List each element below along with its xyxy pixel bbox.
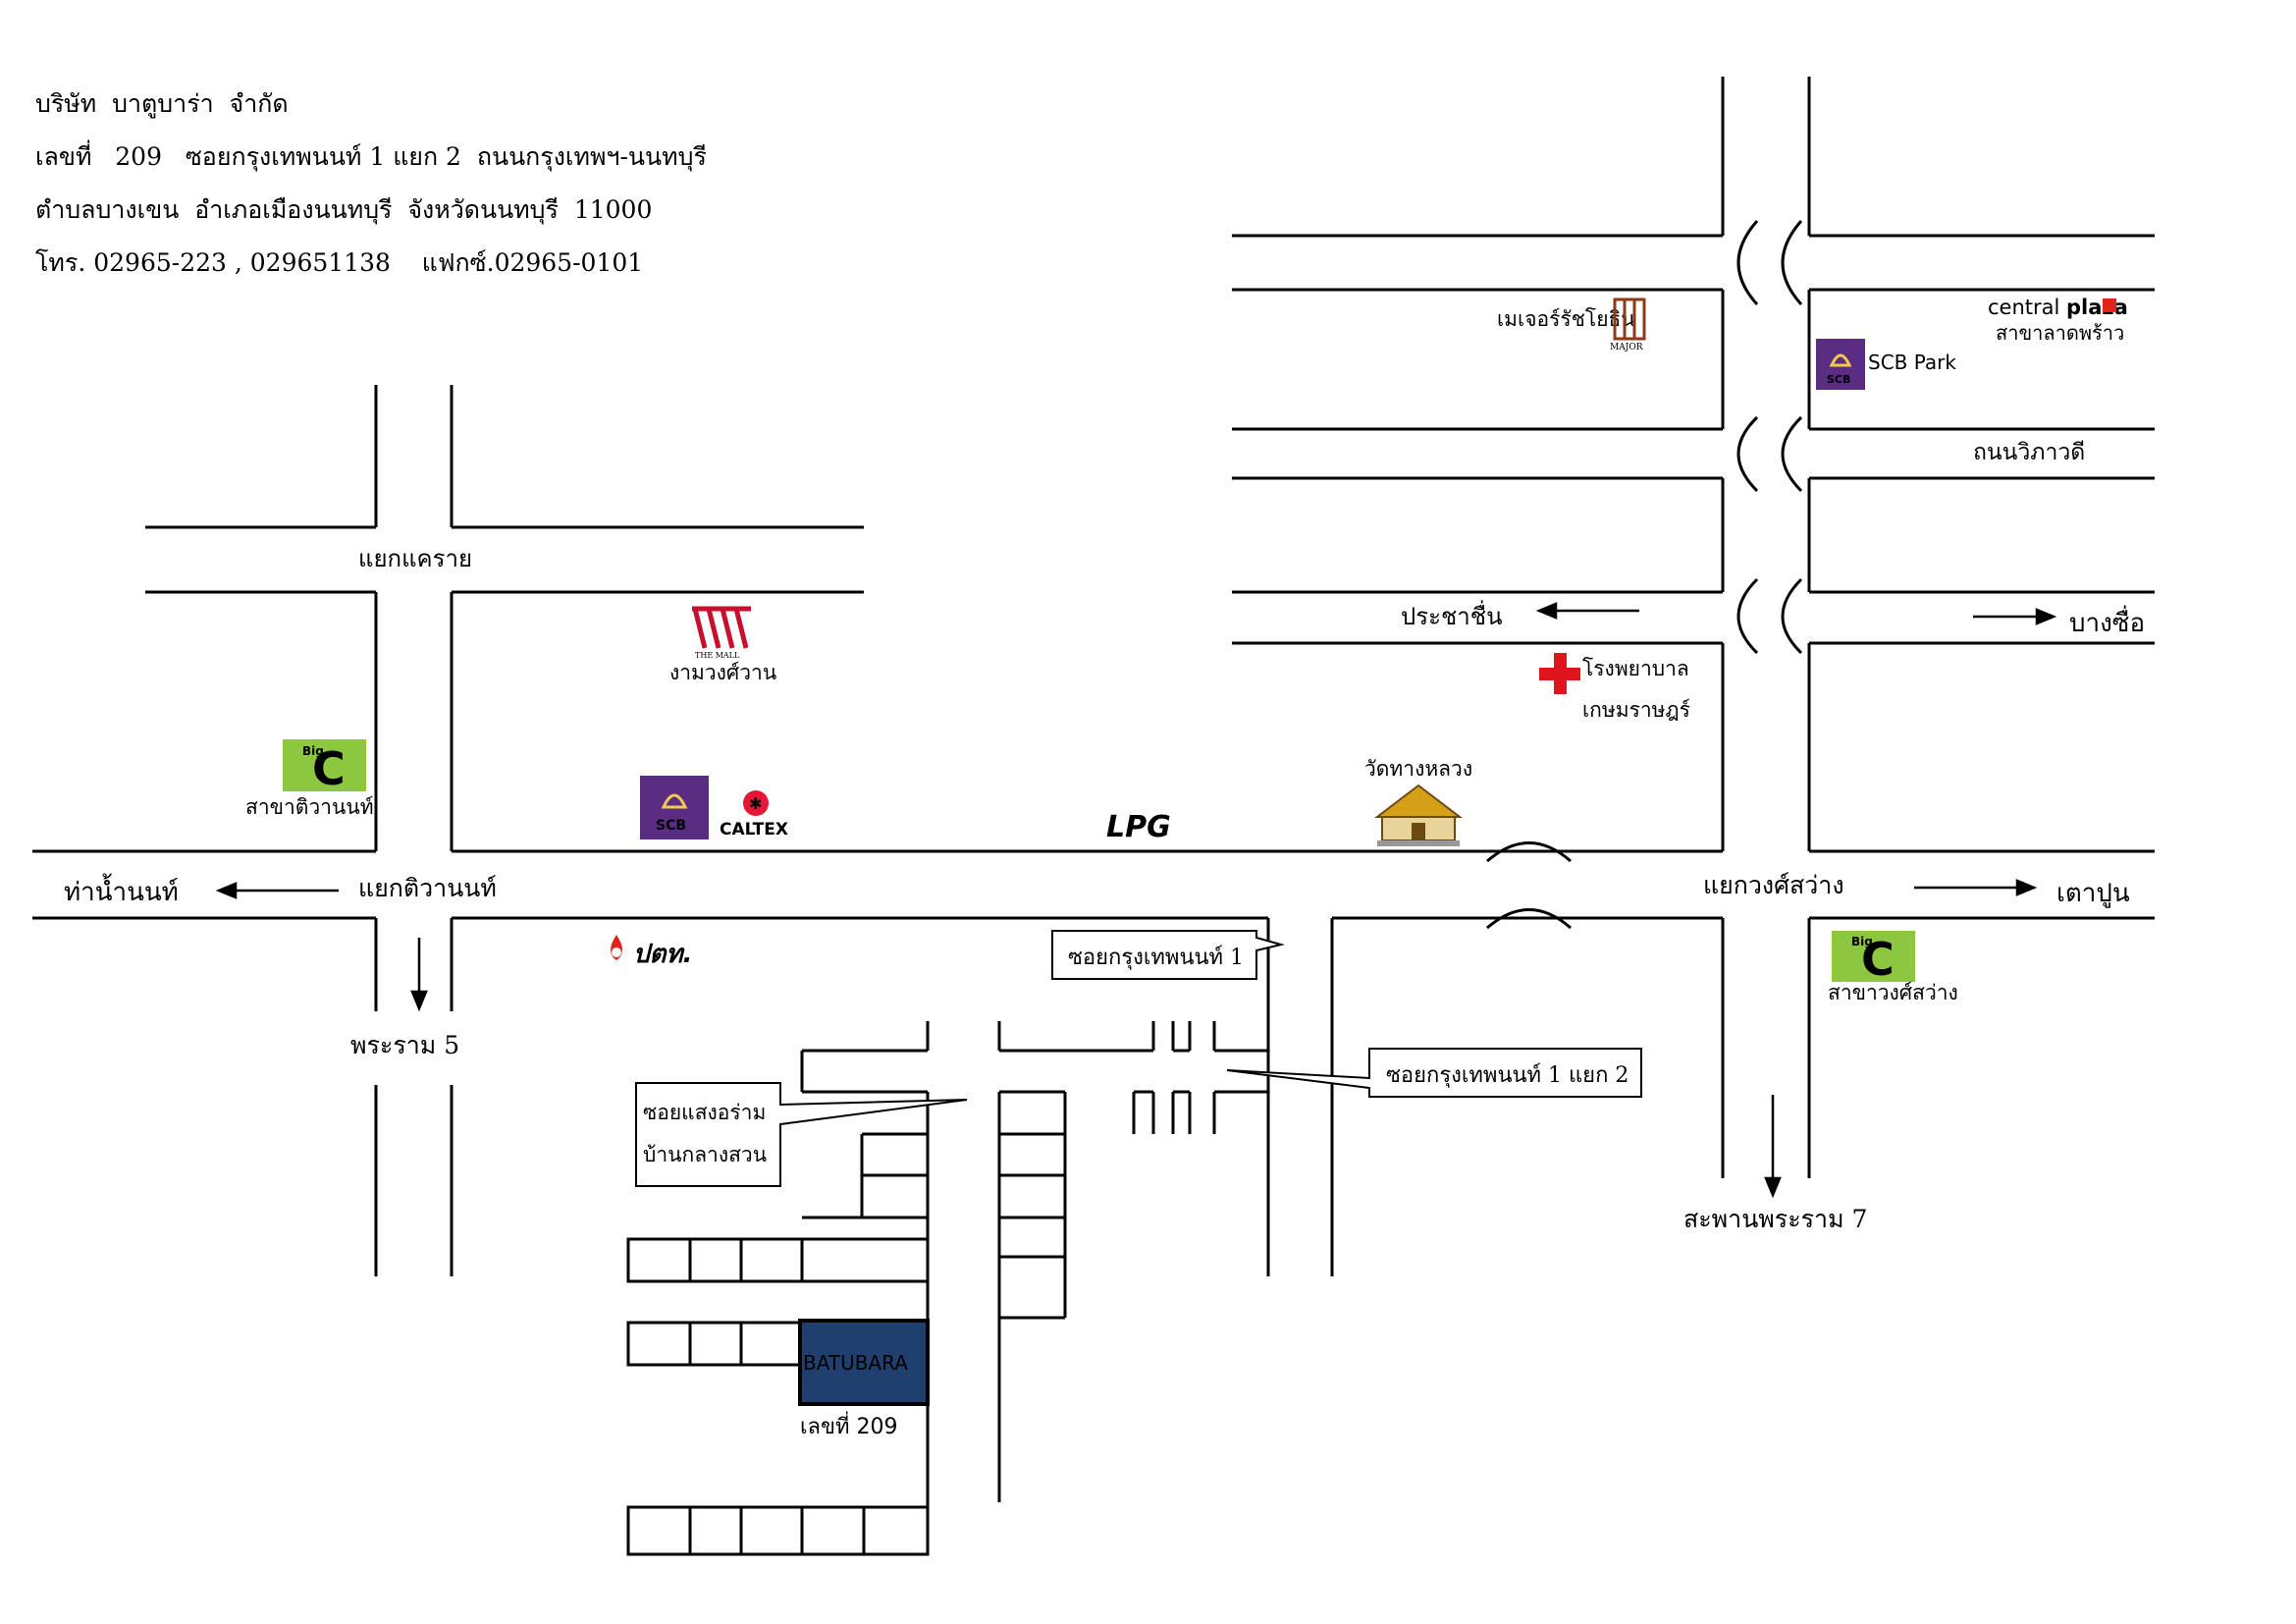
major-cineplex-logo: MAJOR xyxy=(1610,298,1646,352)
callout-soi1: ซอยกรุงเทพนนท์ 1 xyxy=(1051,930,1285,980)
svg-text:C: C xyxy=(312,742,346,795)
the-mall-logo: THE MALL xyxy=(692,606,751,660)
label-vibhavadi: ถนนวิภาวดี xyxy=(1973,440,2085,465)
central-plaza-logo: central plaza xyxy=(1988,296,2128,319)
svg-text:THE MALL: THE MALL xyxy=(695,651,740,660)
svg-text:SCB: SCB xyxy=(656,818,686,834)
big-c-logo-tiwanon: C Big xyxy=(283,739,366,795)
svg-text:ซอยกรุงเทพนนท์ 1: ซอยกรุงเทพนนท์ 1 xyxy=(1068,946,1244,970)
svg-text:ซอยกรุงเทพนนท์ 1 แยก 2: ซอยกรุงเทพนนท์ 1 แยก 2 xyxy=(1386,1063,1629,1088)
label-house-number: เลขที่ 209 xyxy=(800,1411,898,1439)
label-hospital-1: โรงพยาบาล xyxy=(1582,657,1689,680)
ptt-logo: ปตท. xyxy=(611,935,692,969)
svg-text:central: central xyxy=(1988,296,2059,319)
lpg-logo: LPG xyxy=(1106,810,1171,844)
arrow-left-icon xyxy=(1535,602,1558,620)
road-lines xyxy=(32,77,2155,1556)
svg-text:✱: ✱ xyxy=(749,794,762,813)
company-contact: โทร. 02965-223 , 029651138 แฟกซ์.02965-0… xyxy=(35,248,644,277)
direction-arrows xyxy=(215,602,2057,1199)
svg-text:CALTEX: CALTEX xyxy=(720,820,788,839)
svg-text:C: C xyxy=(1861,933,1895,986)
label-rama7-bridge: สะพานพระราม 7 xyxy=(1683,1205,1867,1233)
hospital-cross-icon xyxy=(1539,653,1580,694)
big-c-logo-wongsawang: C Big xyxy=(1832,931,1915,986)
label-major: เมเจอร์รัชโยธิน xyxy=(1497,307,1635,331)
svg-text:ซอยแสงอร่าม: ซอยแสงอร่าม xyxy=(643,1101,766,1124)
label-kae-rai: แยกแคราย xyxy=(358,545,472,572)
batubara-building: BATUBARA xyxy=(798,1319,930,1406)
arrow-right-icon xyxy=(2035,608,2057,625)
label-scb-park: SCB Park xyxy=(1868,351,1956,374)
svg-text:BATUBARA: BATUBARA xyxy=(803,1351,908,1375)
label-rama5: พระราม 5 xyxy=(350,1031,459,1059)
svg-text:SCB: SCB xyxy=(1827,373,1850,386)
svg-text:บ้านกลางสวน: บ้านกลางสวน xyxy=(643,1143,767,1166)
label-yaek-tiwanon: แยกติวานนท์ xyxy=(358,874,497,902)
caltex-logo: ✱ CALTEX xyxy=(720,790,788,839)
temple-icon xyxy=(1374,784,1463,846)
arrow-right-icon xyxy=(2015,879,2038,896)
svg-text:Big: Big xyxy=(302,744,324,758)
label-yaek-wongsawang: แยกวงศ์สว่าง xyxy=(1703,871,1844,899)
arrow-down-icon xyxy=(1764,1176,1782,1199)
label-prachachuen: ประชาชื่น xyxy=(1401,600,1502,630)
label-wat-thang-luang: วัดทางหลวง xyxy=(1364,757,1472,781)
callout-soi1-2: ซอยกรุงเทพนนท์ 1 แยก 2 xyxy=(1226,1048,1642,1098)
company-name: บริษัท บาตูบาร่า จำกัด xyxy=(35,89,289,118)
label-tha-nam-non: ท่าน้ำนนท์ xyxy=(64,873,179,907)
label-central-branch: สาขาลาดพร้าว xyxy=(1996,321,2124,345)
arrow-left-icon xyxy=(215,882,238,899)
label-hospital-2: เกษมราษฎร์ xyxy=(1582,698,1690,722)
svg-text:ปตท.: ปตท. xyxy=(633,940,692,969)
callout-soi-saeng-aram: ซอยแสงอร่าม บ้านกลางสวน xyxy=(635,1082,968,1187)
company-address-line1: เลขที่ 209 ซอยกรุงเทพนนท์ 1 แยก 2 ถนนกรุ… xyxy=(35,142,707,171)
svg-text:plaza: plaza xyxy=(2066,296,2128,319)
label-big-c-wongsawang: สาขาวงศ์สว่าง xyxy=(1828,981,1958,1004)
arrow-down-icon xyxy=(410,990,428,1012)
scb-logo-park: SCB xyxy=(1816,339,1865,390)
label-big-c-tiwanon: สาขาติวานนท์ xyxy=(245,795,374,819)
label-bang-sue: บางซื่อ xyxy=(2069,605,2145,638)
svg-text:MAJOR: MAJOR xyxy=(1610,343,1643,352)
svg-text:Big: Big xyxy=(1851,935,1873,948)
label-ngamwongwan: งามวงศ์วาน xyxy=(669,661,776,684)
label-tao-poon: เตาปูน xyxy=(2056,879,2130,908)
company-address-line2: ตำบลบางเขน อำเภอเมืองนนทบุรี จังหวัดนนทบ… xyxy=(35,195,653,224)
scb-logo-tiwanon: SCB xyxy=(640,776,709,839)
